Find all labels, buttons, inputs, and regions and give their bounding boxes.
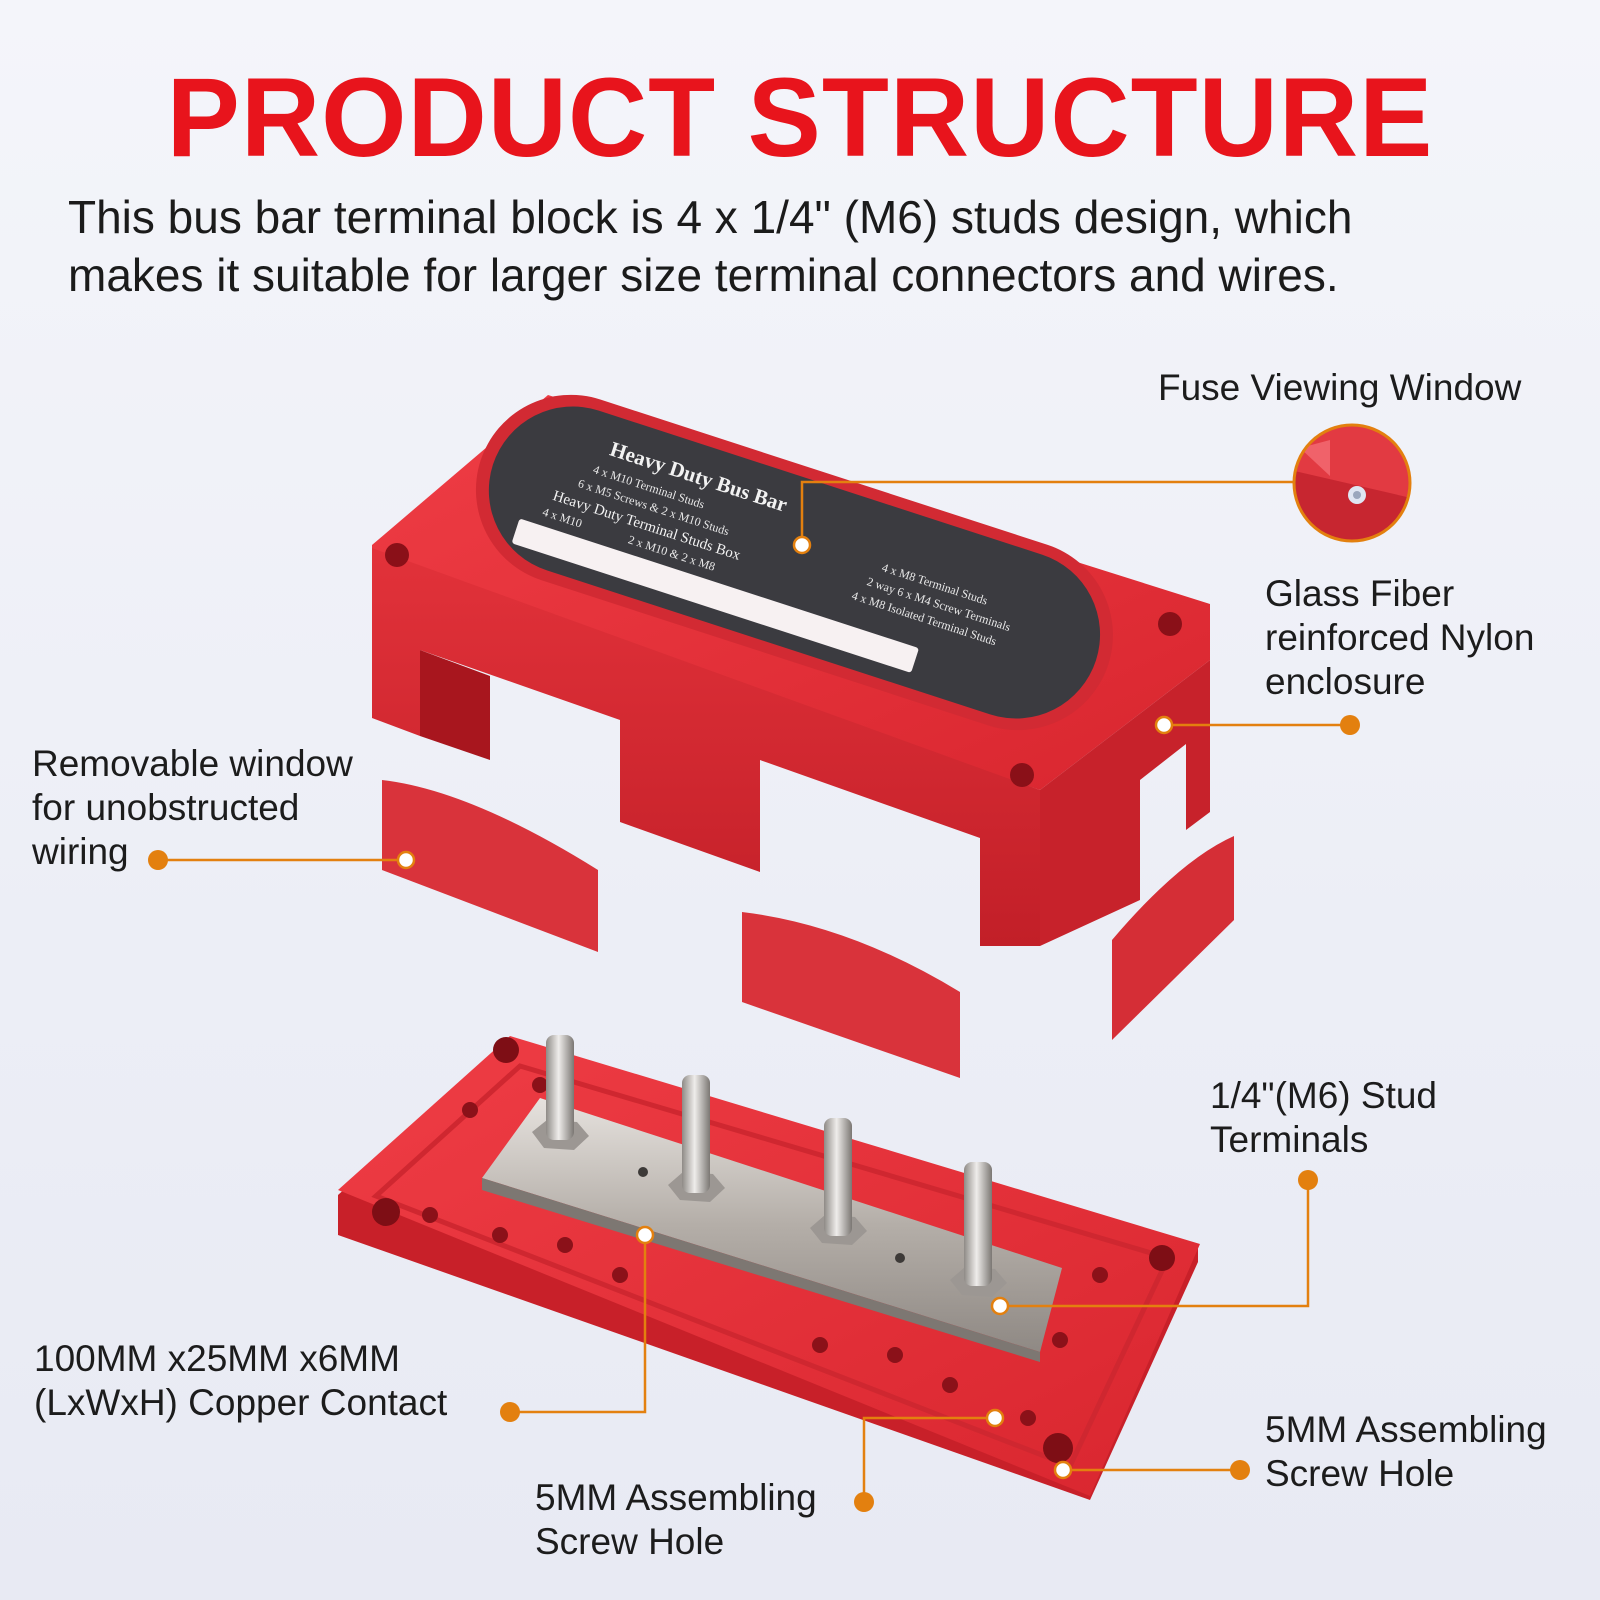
screw-hole-icon — [1043, 1433, 1073, 1463]
callout-enclosure-line-1: Glass Fiber — [1265, 573, 1455, 614]
stud-terminal — [532, 1035, 589, 1150]
callout-stud-line-1: 1/4"(M6) Stud — [1210, 1075, 1438, 1116]
callout-removable-window: Removable window for unobstructed wiring — [32, 742, 353, 874]
label-plate — [488, 406, 1101, 719]
anchor-ring-icon — [396, 850, 416, 870]
callout-screw-right-line-2: Screw Hole — [1265, 1453, 1455, 1494]
callout-screw-bottom-line-2: Screw Hole — [535, 1521, 725, 1562]
copper-contact-bar — [482, 1098, 1062, 1362]
anchor-ring-icon — [792, 535, 812, 555]
callout-enclosure-line-3: enclosure — [1265, 661, 1426, 702]
anchor-ring-icon — [990, 1296, 1010, 1316]
callout-screw-bottom-line-1: 5MM Assembling — [535, 1477, 817, 1518]
callout-removable-line-3: wiring — [32, 831, 129, 872]
callout-stud-terminals: 1/4"(M6) Stud Terminals — [1210, 1074, 1437, 1162]
callout-copper-contact: 100MM x25MM x6MM (LxWxH) Copper Contact — [34, 1337, 447, 1425]
screw-hole-icon — [493, 1037, 519, 1063]
stud-terminal — [950, 1162, 1007, 1297]
anchor-ring-icon — [635, 1225, 655, 1245]
label-dot-icon — [500, 1402, 520, 1422]
stud-terminal — [810, 1118, 867, 1245]
page-title: PRODUCT STRUCTURE — [166, 55, 1434, 180]
cover-hole-icon — [1010, 763, 1034, 787]
callout-screw-hole-bottom: 5MM Assembling Screw Hole — [535, 1476, 817, 1564]
intro-text: This bus bar terminal block is 4 x 1/4" … — [68, 188, 1548, 304]
callout-screw-right-line-1: 5MM Assembling — [1265, 1409, 1547, 1450]
anchor-ring-icon — [1154, 715, 1174, 735]
anchor-ring-icon — [1053, 1460, 1073, 1480]
stud-terminal — [668, 1075, 725, 1202]
removable-window-middle — [742, 912, 960, 1078]
screw-hole-icon — [372, 1198, 400, 1226]
intro-line-2: makes it suitable for larger size termin… — [68, 249, 1339, 301]
intro-line-1: This bus bar terminal block is 4 x 1/4" … — [68, 191, 1353, 243]
callout-enclosure-line-2: reinforced Nylon — [1265, 617, 1535, 658]
callout-removable-line-1: Removable window — [32, 743, 353, 784]
removable-window-right — [1112, 836, 1234, 1040]
callout-enclosure: Glass Fiber reinforced Nylon enclosure — [1265, 572, 1534, 704]
cover-hole-icon — [1158, 612, 1182, 636]
cover-hole-icon — [385, 543, 409, 567]
screw-hole-icon — [1149, 1245, 1175, 1271]
removable-window-left — [382, 780, 598, 952]
callout-fuse-window: Fuse Viewing Window — [1158, 366, 1521, 410]
callout-fuse-window-text: Fuse Viewing Window — [1158, 367, 1522, 408]
label-dots — [148, 715, 1360, 1512]
callout-stud-line-2: Terminals — [1210, 1119, 1369, 1160]
label-write-strip — [512, 519, 919, 673]
anchor-rings — [396, 535, 1174, 1480]
label-dot-icon — [1230, 1460, 1250, 1480]
callout-removable-line-2: for unobstructed — [32, 787, 300, 828]
label-dot-icon — [148, 850, 168, 870]
callout-copper-line-2: (LxWxH) Copper Contact — [34, 1382, 448, 1423]
anchor-ring-icon — [985, 1408, 1005, 1428]
label-dot-icon — [1298, 1170, 1318, 1190]
callout-copper-line-1: 100MM x25MM x6MM — [34, 1338, 400, 1379]
fuse-window-zoom — [1292, 423, 1412, 543]
label-dot-icon — [854, 1492, 874, 1512]
label-dot-icon — [1340, 715, 1360, 735]
leader-lines — [158, 480, 1350, 1502]
callout-screw-hole-right: 5MM Assembling Screw Hole — [1265, 1408, 1547, 1496]
